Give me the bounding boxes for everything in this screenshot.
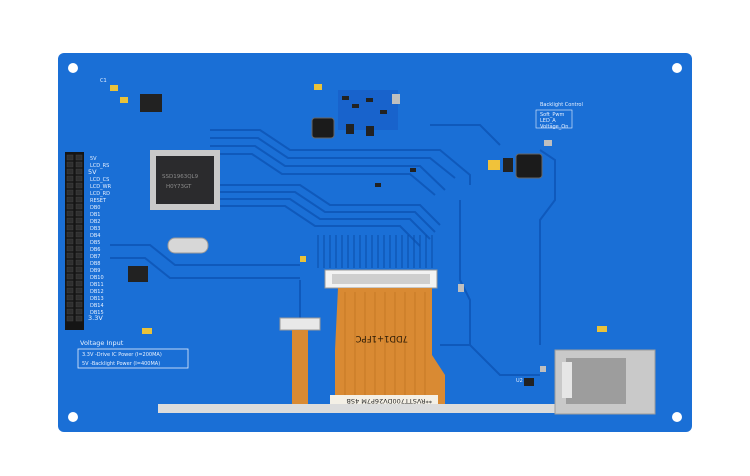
backlight-title: Backlight Control — [540, 102, 583, 108]
pin-label: DB5 — [90, 240, 100, 246]
pin-label: DB11 — [90, 282, 104, 288]
backlight-option-1: Soft_Pwm — [540, 112, 564, 118]
pcb-board — [58, 53, 692, 432]
lcd-panel-edge — [158, 404, 558, 413]
pin-label: DB8 — [90, 261, 100, 267]
voltage-line-2: 5V -Backlight Power (I=400MA) — [82, 361, 160, 367]
pin-label: RESET — [90, 198, 107, 204]
pin-header — [65, 152, 84, 330]
fpc-ribbon-lines — [344, 292, 426, 405]
label-c1: C1 — [100, 78, 107, 84]
smd-resistor — [366, 98, 373, 102]
touch-ribbon — [292, 330, 308, 410]
pin-label-list: 5V LCD_RS LCD_CS LCD_WR LCD_RD RESET DB0… — [90, 156, 112, 316]
smd-part — [597, 326, 607, 332]
fpc-label: 7DD1+1FPC — [356, 333, 408, 343]
pin-label: 5V — [90, 156, 97, 162]
backlight-option-3: Voltage_On — [540, 124, 568, 130]
pin-label: DB3 — [90, 226, 100, 232]
backlight-chip — [503, 158, 513, 172]
header-label-5v: 5V — [88, 168, 97, 176]
pin-label: DB0 — [90, 205, 100, 211]
smd-resistor — [392, 94, 400, 104]
pin-label: LCD_CS — [90, 177, 109, 183]
label-u2: U2 — [516, 378, 523, 384]
touch-connector — [279, 317, 321, 331]
smd-part — [524, 378, 534, 386]
regulator-chip — [140, 94, 162, 112]
mounting-hole-br — [672, 412, 682, 422]
fpc-ribbon — [335, 288, 445, 410]
pin-label: DB7 — [90, 254, 100, 260]
sd-card-slot — [554, 349, 656, 415]
backlight-inductor — [515, 153, 543, 179]
smd-part — [375, 183, 381, 187]
smd-resistor — [366, 126, 374, 136]
fpc-connector-latch — [332, 274, 430, 284]
pin-label: DB4 — [90, 233, 100, 239]
smd-part — [142, 328, 152, 334]
crystal-oscillator — [167, 237, 209, 254]
smd-part — [540, 366, 546, 372]
smd-part — [410, 168, 416, 172]
pin-label: DB12 — [90, 289, 104, 295]
pin-label: DB2 — [90, 219, 100, 225]
pin-label: DB1 — [90, 212, 100, 218]
voltage-box — [77, 348, 189, 369]
capacitor-yellow — [314, 84, 322, 90]
smd-part — [300, 256, 306, 262]
fpc-sticker-text: **RVSTT700DV26P7M 4SB — [346, 397, 432, 405]
header-label-3v3: 3.3V — [88, 314, 103, 322]
capacitor-yellow — [110, 85, 118, 91]
mounting-hole-tl — [68, 63, 78, 73]
smd-part — [544, 140, 552, 146]
chip-marking-1: SSD1963QL9 — [162, 174, 199, 180]
backlight-option-2: LED_A — [540, 118, 556, 124]
mounting-hole-tr — [672, 63, 682, 73]
logic-chip — [128, 266, 148, 282]
backlight-option-box — [535, 109, 573, 129]
data-bus-lines — [317, 235, 433, 268]
pin-label: DB6 — [90, 247, 100, 253]
pin-label: LCD_WR — [90, 184, 112, 190]
voltage-line-1: 3.3V -Drive IC Power (I=200MA) — [82, 352, 162, 358]
fpc-sticker — [330, 395, 438, 406]
pin-label: DB14 — [90, 303, 104, 309]
pin-label: DB9 — [90, 268, 100, 274]
inductor — [311, 117, 335, 139]
smd-part — [458, 284, 464, 292]
pin-label: DB13 — [90, 296, 104, 302]
pin-label: LCD_RD — [90, 191, 110, 197]
pin-label: LCD_RS — [90, 163, 109, 169]
pin-label: DB15 — [90, 310, 104, 316]
smd-resistor — [346, 124, 354, 134]
mounting-hole-bl — [68, 412, 78, 422]
tantalum-cap — [488, 160, 500, 170]
smd-resistor — [352, 104, 359, 108]
smd-resistor — [380, 110, 387, 114]
chip-marking-2: H0Y73GT — [166, 184, 192, 190]
controller-chip: SSD1963QL9 H0Y73GT — [150, 150, 220, 210]
capacitor-yellow — [120, 97, 128, 103]
smd-resistor — [342, 96, 349, 100]
pin-label: DB10 — [90, 275, 104, 281]
voltage-input-title: Voltage Input — [80, 339, 124, 347]
